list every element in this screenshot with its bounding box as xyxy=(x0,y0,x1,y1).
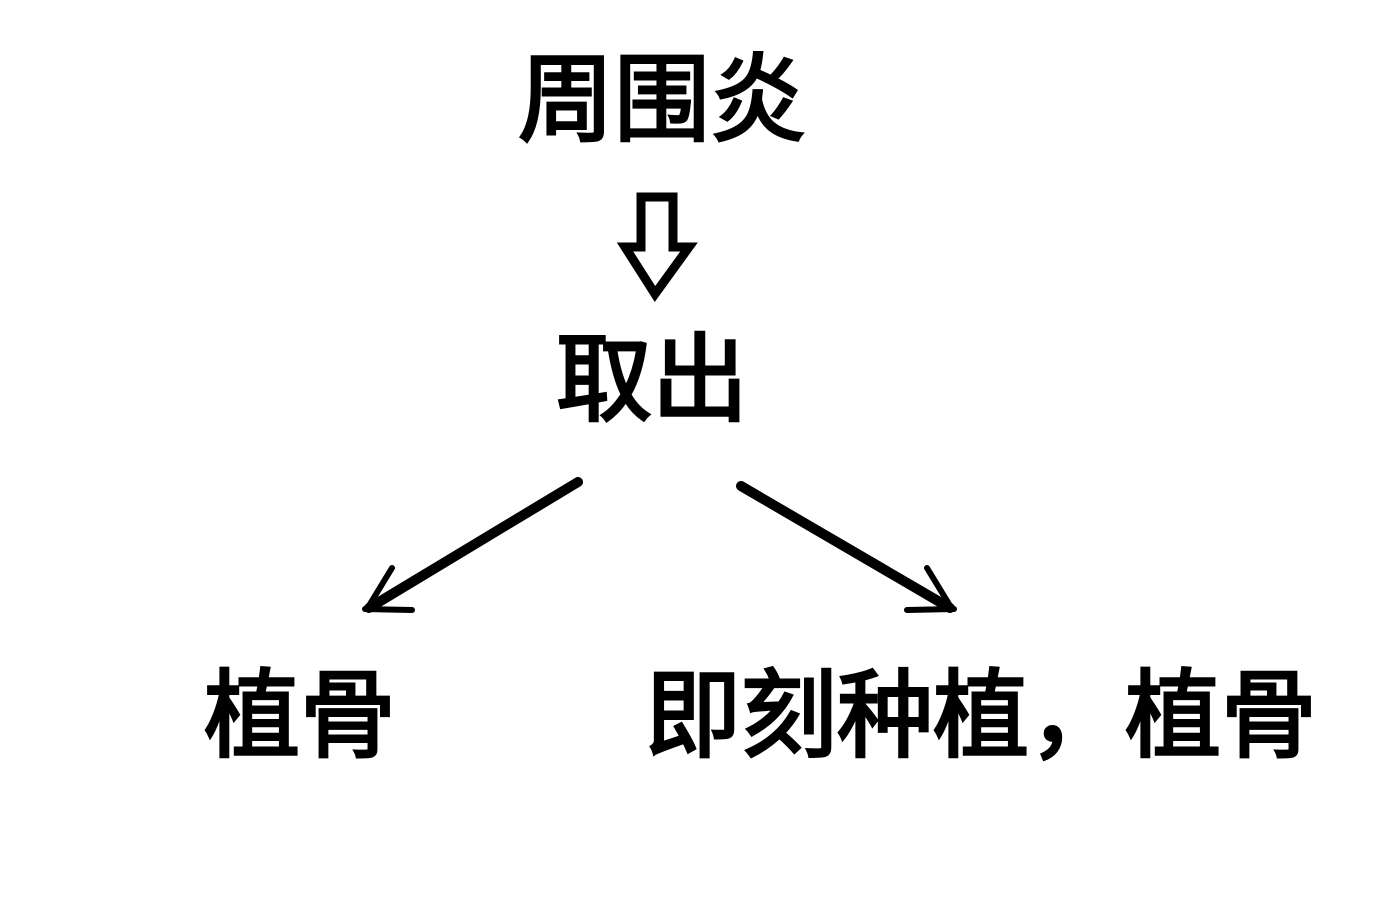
right-diagonal-arrow-icon xyxy=(736,481,957,613)
node-step: 取出 xyxy=(556,324,748,436)
down-block-arrow-icon xyxy=(616,192,698,302)
left-diagonal-arrow-icon xyxy=(362,477,583,613)
node-outcome-right: 即刻种植，植骨 xyxy=(645,660,1317,772)
node-outcome-left: 植骨 xyxy=(204,660,396,772)
node-title: 周围炎 xyxy=(518,44,806,156)
